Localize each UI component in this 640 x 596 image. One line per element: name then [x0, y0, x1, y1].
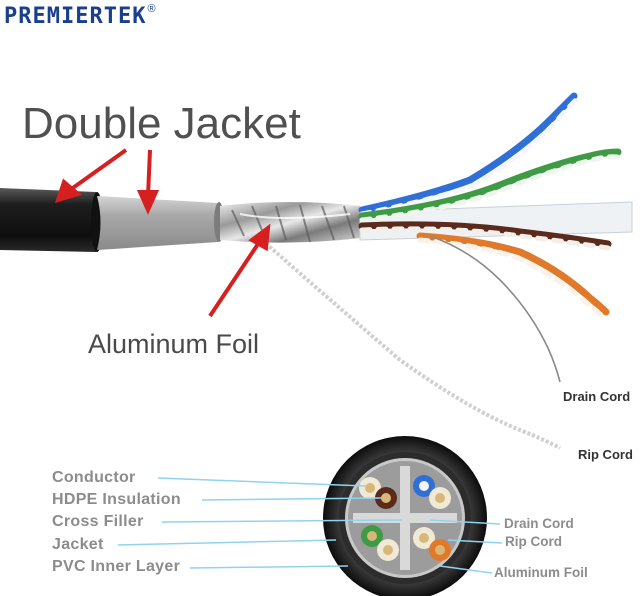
green-pair: [358, 148, 622, 220]
legend-aluminum-foil: Aluminum Foil: [494, 565, 588, 580]
drain-cord-label: Drain Cord: [563, 389, 631, 404]
double-jacket-title: Double Jacket: [22, 99, 301, 148]
rip-cord-label: Rip Cord: [578, 447, 633, 462]
rip-cord: [260, 238, 561, 450]
drain-cord-wire: [429, 235, 561, 383]
registered-mark: ®: [147, 3, 156, 15]
premiertek-logo: PREMIERTEK ®: [4, 2, 156, 32]
logo-text: PREMIERTEK: [4, 4, 147, 29]
legend-pvc-inner-layer: PVC Inner Layer: [52, 558, 181, 575]
legend-jacket: Jacket: [52, 536, 104, 553]
aluminum-foil-label: Aluminum Foil: [88, 329, 260, 359]
twisted-pairs: [358, 92, 622, 319]
outer-black-jacket: [0, 188, 103, 252]
cross-section: [323, 436, 487, 596]
aluminum-foil-shield: [220, 202, 362, 243]
orange-pair: [416, 232, 610, 316]
leader-lines: [117, 477, 503, 574]
legend-conductor: Conductor: [52, 469, 136, 486]
legend-cross-filler: Cross Filler: [52, 513, 144, 530]
legend-hdpe-insulation: HDPE Insulation: [52, 491, 181, 508]
legend-rip-cord: Rip Cord: [505, 534, 562, 549]
red-arrows: [54, 148, 271, 318]
brown-pair: [358, 221, 612, 248]
inner-gray-jacket: [97, 196, 224, 250]
legend-drain-cord: Drain Cord: [504, 516, 574, 531]
blue-pair: [358, 92, 578, 214]
